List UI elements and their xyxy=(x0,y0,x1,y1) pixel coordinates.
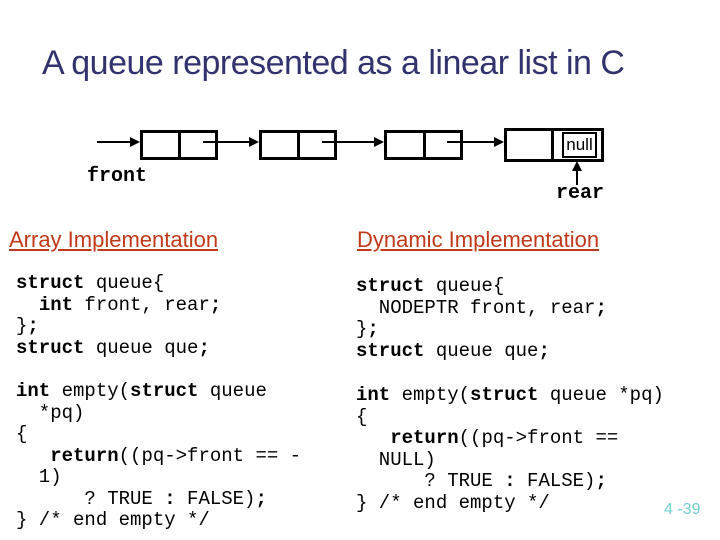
rear-label: rear xyxy=(556,182,605,205)
null-label: null xyxy=(566,135,593,154)
front-pointer-line xyxy=(97,141,131,143)
array-impl-empty-function-code: int empty(struct queue *pq){ return((pq-… xyxy=(16,380,302,531)
linked-list-diagram: null front rear xyxy=(0,0,720,220)
cell-divider xyxy=(551,131,554,159)
link-line-1 xyxy=(203,141,249,143)
queue-node-2 xyxy=(259,130,337,160)
rear-pointer-arrowhead-icon xyxy=(572,161,582,171)
link-arrowhead-2-icon xyxy=(374,137,384,147)
link-line-3 xyxy=(447,141,494,143)
dynamic-impl-empty-function-code: int empty(struct queue *pq){ return((pq-… xyxy=(356,384,664,514)
page-number: 4 -39 xyxy=(664,501,701,518)
heading-array-implementation: Array Implementation xyxy=(9,227,219,252)
front-pointer-arrowhead-icon xyxy=(130,137,140,147)
queue-node-3 xyxy=(384,130,463,160)
cell-divider xyxy=(423,133,426,157)
dynamic-impl-struct-code: struct queue{ NODEPTR front, rear;};stru… xyxy=(356,275,607,362)
null-pointer-box: null xyxy=(562,132,597,158)
slide-title: A queue represented as a linear list in … xyxy=(42,44,625,82)
link-arrowhead-1-icon xyxy=(249,137,259,147)
array-impl-struct-code: struct queue{ int front, rear;};struct q… xyxy=(16,272,222,359)
cell-divider xyxy=(297,133,300,157)
cell-divider xyxy=(178,133,181,157)
link-arrowhead-3-icon xyxy=(494,137,504,147)
queue-node-1 xyxy=(140,130,218,160)
front-label: front xyxy=(87,165,148,188)
rear-pointer-line xyxy=(576,170,578,185)
heading-dynamic-implementation: Dynamic Implementation xyxy=(357,227,600,252)
link-line-2 xyxy=(322,141,374,143)
